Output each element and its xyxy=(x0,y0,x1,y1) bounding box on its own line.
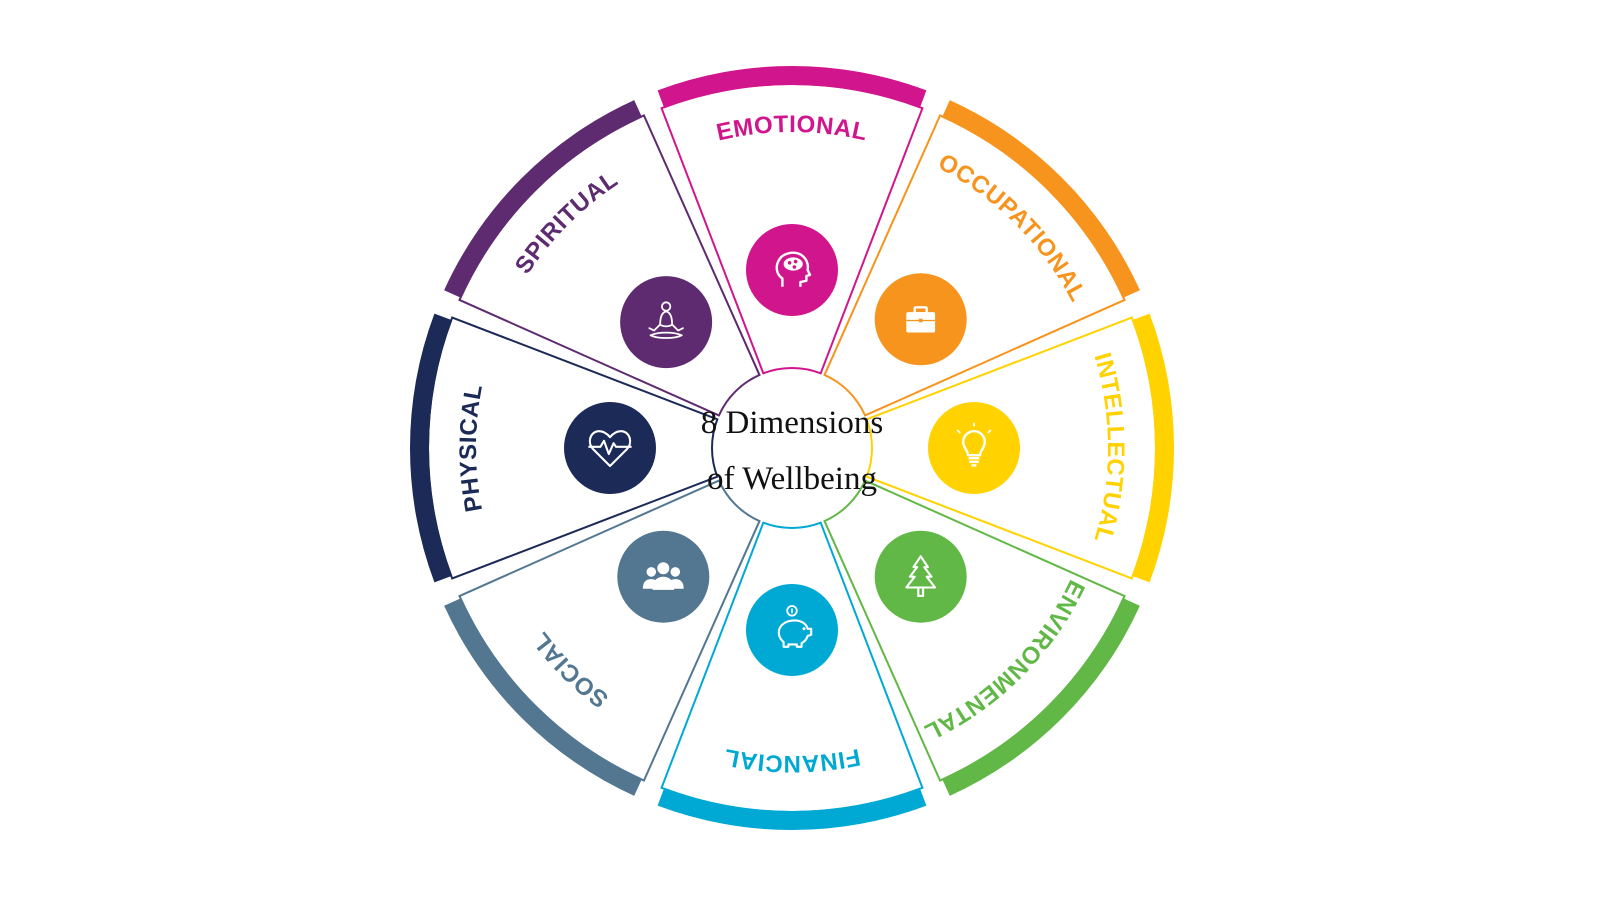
heart-pulse-icon xyxy=(588,430,632,468)
meditation-icon xyxy=(648,301,684,339)
segment-band-intellectual xyxy=(1131,313,1175,583)
center-title: 8 Dimensions of Wellbeing xyxy=(701,405,883,497)
dimension-segment-occupational: OCCUPATIONAL xyxy=(823,100,1140,417)
briefcase-icon xyxy=(906,306,936,333)
intellectual-icon-circle xyxy=(928,402,1020,494)
dimension-segment-physical: PHYSICAL xyxy=(410,313,719,583)
dimension-segment-intellectual: INTELLECTUAL xyxy=(865,313,1175,583)
segment-band-environmental xyxy=(941,597,1140,796)
physical-icon-circle xyxy=(564,402,656,494)
segment-band-emotional xyxy=(657,65,927,109)
segment-band-occupational xyxy=(941,100,1140,299)
segment-band-physical xyxy=(410,313,453,583)
segment-band-social xyxy=(444,597,643,796)
financial-icon-circle xyxy=(746,584,838,676)
brain-head-icon xyxy=(775,251,812,287)
social-icon-circle xyxy=(617,530,710,623)
piggy-bank-icon xyxy=(777,605,813,648)
dimension-segment-spiritual: SPIRITUAL xyxy=(444,100,761,417)
segment-band-spiritual xyxy=(444,100,643,299)
center-title-line-2: of Wellbeing xyxy=(707,461,877,497)
tree-icon xyxy=(905,555,937,597)
dimension-segment-emotional: EMOTIONAL xyxy=(657,65,927,375)
center-title-line-1: 8 Dimensions xyxy=(701,405,883,441)
spiritual-icon-circle xyxy=(620,276,713,369)
segment-band-financial xyxy=(657,787,927,831)
light-bulb-icon xyxy=(956,422,992,467)
dimension-segment-social: SOCIAL xyxy=(444,479,761,796)
environmental-icon-circle xyxy=(874,530,967,623)
dimension-segment-environmental: ENVIRONMENTAL xyxy=(823,479,1140,796)
dimension-segment-financial: FINANCIAL xyxy=(657,521,927,831)
group-people-icon xyxy=(642,562,684,590)
wheel-segments: EMOTIONALOCCUPATIONALINTELLECTUALENVIRON… xyxy=(410,65,1175,831)
